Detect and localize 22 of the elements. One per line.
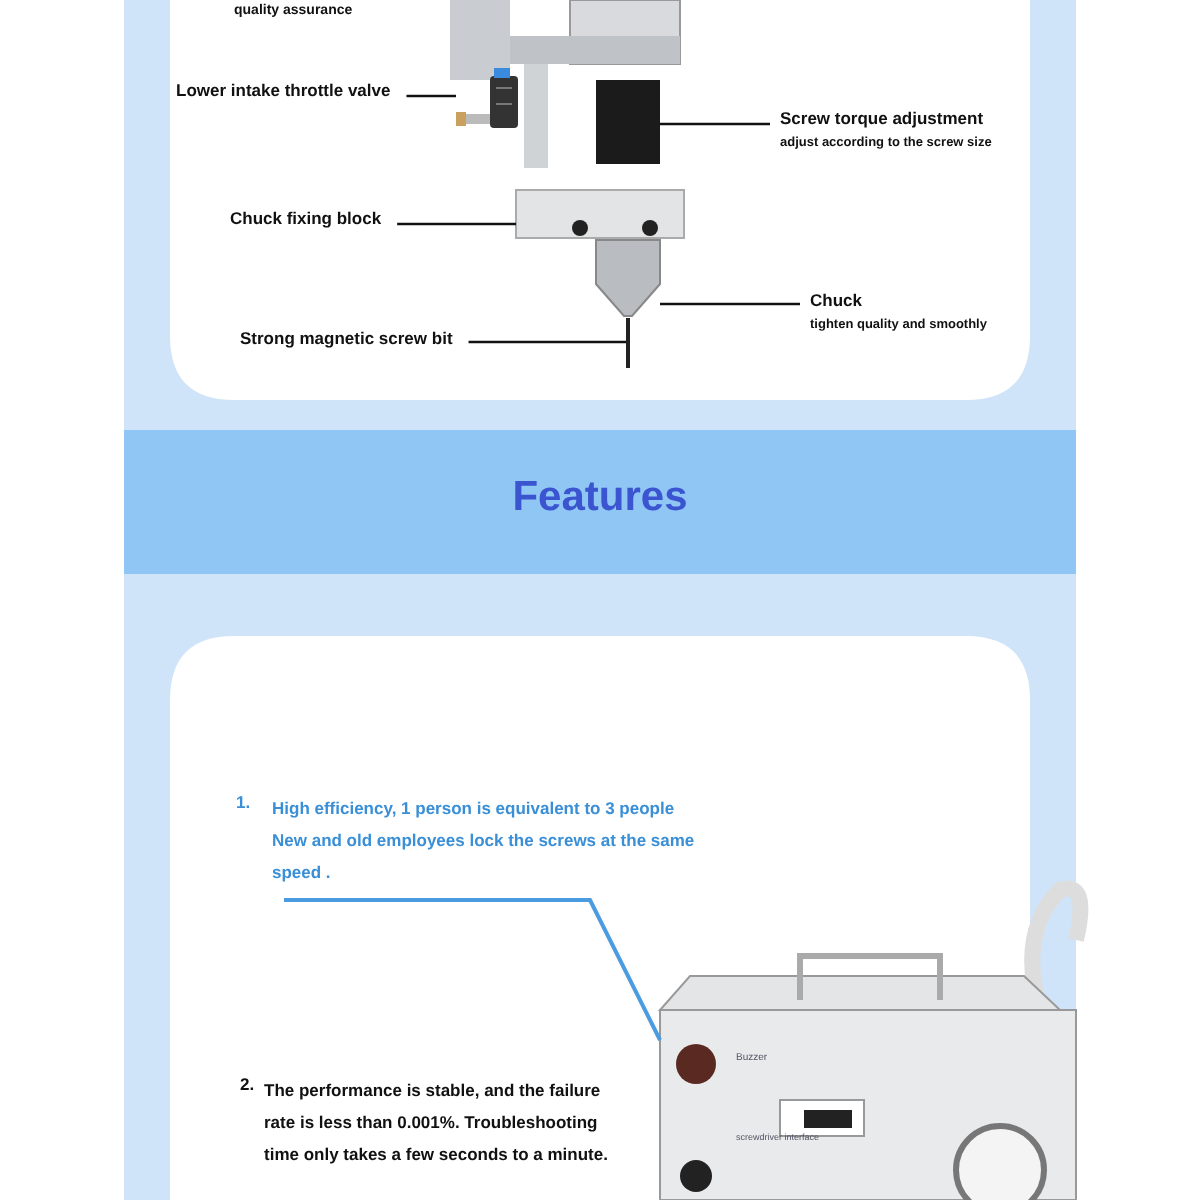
feature-text: High efficiency, 1 person is equivalent to 3 people New and old employees lock the screws at the same speed .	[272, 796, 697, 886]
fixing-block-drawing	[515, 189, 685, 239]
part-label: Chuck	[810, 290, 864, 310]
part-label: Screw torque adjustment	[780, 108, 986, 128]
section-banner	[124, 430, 1076, 574]
valve-drawing	[456, 68, 518, 128]
leader-line	[468, 340, 626, 344]
machine-drawing	[657, 880, 1089, 1200]
part-label: Lower intake throttle valve	[176, 80, 391, 100]
leader-line	[660, 122, 770, 126]
leader-line	[660, 302, 800, 306]
leader-line	[406, 94, 456, 98]
section-heading: Features	[510, 474, 690, 522]
chuck-drawing	[595, 239, 661, 317]
list-number: 2.	[240, 1074, 255, 1094]
part-label: Strong magnetic screw bit	[240, 328, 453, 348]
adjustment-knob-drawing	[596, 80, 660, 164]
feature-text: The performance is stable, and the failure rate is less than 0.001%. Troubleshooting time only takes a few seconds to a minute.	[264, 1078, 608, 1168]
leader-line	[397, 222, 516, 226]
list-number: 1.	[236, 792, 251, 812]
part-label: Chuck fixing block	[230, 208, 382, 228]
leader-line	[284, 898, 662, 1041]
